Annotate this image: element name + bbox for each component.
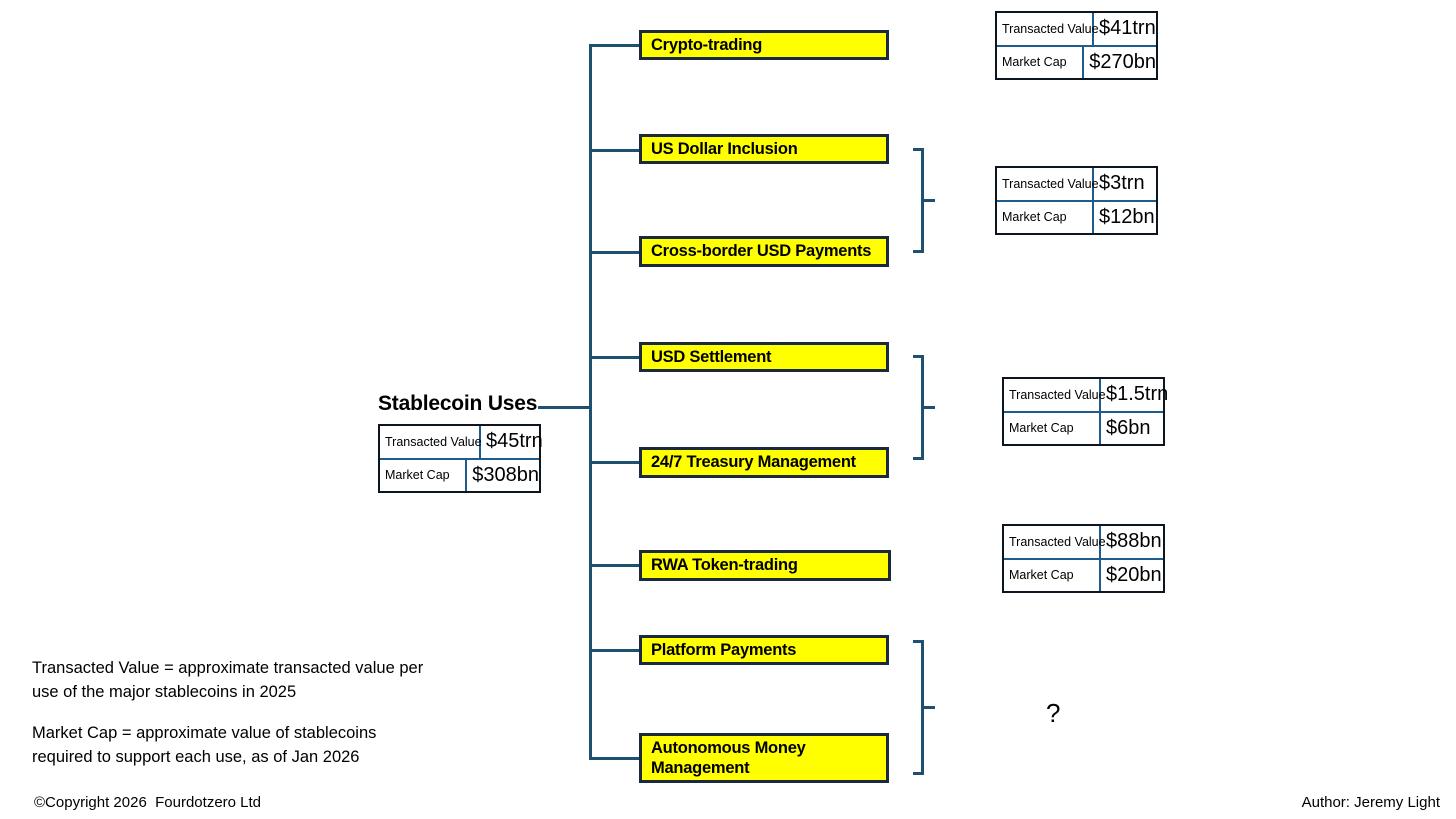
metric-label: Market Cap xyxy=(1004,412,1101,444)
table-row: Market Cap $6bn xyxy=(1004,410,1163,444)
author-text: Author: Jeremy Light xyxy=(1301,794,1440,811)
metric-value: $12bn xyxy=(1099,205,1155,228)
use-box-treasury-management[interactable]: 24/7 Treasury Management xyxy=(639,447,889,478)
metric-label: Transacted Value xyxy=(1004,379,1106,411)
branch-stub-usd-settlement xyxy=(589,356,641,359)
metric-table-rwa-token-trading: Transacted Value $88bn Market Cap $20bn xyxy=(1002,524,1165,593)
brace-connector-nub xyxy=(924,406,935,409)
branch-stub-rwa-token-trading xyxy=(589,564,641,567)
use-box-usd-settlement[interactable]: USD Settlement xyxy=(639,342,889,372)
branch-stub-treasury-management xyxy=(589,461,641,464)
brace-connector-nub xyxy=(924,199,935,202)
branch-stub-platform-payments xyxy=(589,649,641,652)
metric-value: $41trn xyxy=(1099,17,1156,40)
table-row: Market Cap $270bn xyxy=(997,44,1156,78)
note-market-cap: Market Cap = approximate value of stable… xyxy=(32,724,377,766)
metric-label: Market Cap xyxy=(997,201,1094,233)
metric-label: Market Cap xyxy=(1004,559,1101,591)
use-box-platform-payments[interactable]: Platform Payments xyxy=(639,635,889,665)
brace-connector-nub xyxy=(924,706,935,709)
metric-value: $1.5trn xyxy=(1106,383,1169,406)
use-box-us-dollar-inclusion[interactable]: US Dollar Inclusion xyxy=(639,134,889,164)
use-box-rwa-token-trading[interactable]: RWA Token-trading xyxy=(639,550,891,581)
table-row: Market Cap $20bn xyxy=(1004,557,1163,591)
trunk-vertical-line xyxy=(589,44,592,759)
page-title: Stablecoin Uses xyxy=(378,392,538,415)
metric-value: $88bn xyxy=(1106,530,1162,553)
table-row: Transacted Value $3trn xyxy=(997,168,1156,200)
table-row: Transacted Value $45trn xyxy=(380,426,543,458)
table-row: Transacted Value $1.5trn xyxy=(1004,379,1168,411)
brace-hook-bottom xyxy=(913,772,924,775)
brace-hook-bottom xyxy=(913,457,924,460)
brace-hook-top xyxy=(913,148,924,151)
branch-stub-cross-border-usd-payments xyxy=(589,251,641,254)
metric-value: $3trn xyxy=(1099,172,1145,195)
metric-table-dollar-inclusion-group: Transacted Value $3trn Market Cap $12bn xyxy=(995,166,1158,235)
metric-table-settlement-treasury-group: Transacted Value $1.5trn Market Cap $6bn xyxy=(1002,377,1168,446)
use-box-autonomous-money-management[interactable]: Autonomous Money Management xyxy=(639,733,889,783)
brace-spine xyxy=(921,355,924,460)
metric-table-crypto-trading: Transacted Value $41trn Market Cap $270b… xyxy=(995,11,1158,80)
brace-dollar-inclusion-group xyxy=(913,148,935,253)
metric-label: Transacted Value xyxy=(380,426,482,458)
brace-settlement-treasury-group xyxy=(913,355,935,460)
metric-label: Market Cap xyxy=(380,459,468,491)
table-row: Market Cap $308bn xyxy=(380,457,539,491)
metric-label: Market Cap xyxy=(997,46,1085,78)
branch-stub-autonomous-money-management xyxy=(589,757,641,760)
root-connector-line xyxy=(538,406,592,409)
metric-value: $20bn xyxy=(1106,563,1162,586)
note-transacted-value: Transacted Value = approximate transacte… xyxy=(32,659,424,701)
unknown-metrics-question-mark: ? xyxy=(1046,698,1061,728)
brace-spine xyxy=(921,148,924,253)
root-metric-table: Transacted Value $45trn Market Cap $308b… xyxy=(378,424,543,493)
table-row: Transacted Value $41trn xyxy=(997,13,1156,45)
metric-value: $45trn xyxy=(486,430,543,453)
table-row: Transacted Value $88bn xyxy=(1004,526,1163,558)
brace-spine xyxy=(921,640,924,775)
brace-hook-top xyxy=(913,355,924,358)
metric-value: $270bn xyxy=(1089,50,1156,73)
brace-hook-top xyxy=(913,640,924,643)
metric-value: $6bn xyxy=(1106,416,1151,439)
brace-hook-bottom xyxy=(913,250,924,253)
use-box-cross-border-usd-payments[interactable]: Cross-border USD Payments xyxy=(639,236,889,267)
metric-label: Transacted Value xyxy=(1004,526,1106,558)
metric-label: Transacted Value xyxy=(997,168,1099,200)
copyright-text: ©Copyright 2026 Fourdotzero Ltd xyxy=(34,794,262,811)
branch-stub-us-dollar-inclusion xyxy=(589,149,641,152)
table-row: Market Cap $12bn xyxy=(997,199,1156,233)
metric-value: $308bn xyxy=(472,463,539,486)
brace-platform-autonomous-group xyxy=(913,640,935,775)
metric-label: Transacted Value xyxy=(997,13,1099,45)
branch-stub-crypto-trading xyxy=(589,44,641,47)
use-box-crypto-trading[interactable]: Crypto-trading xyxy=(639,30,889,60)
